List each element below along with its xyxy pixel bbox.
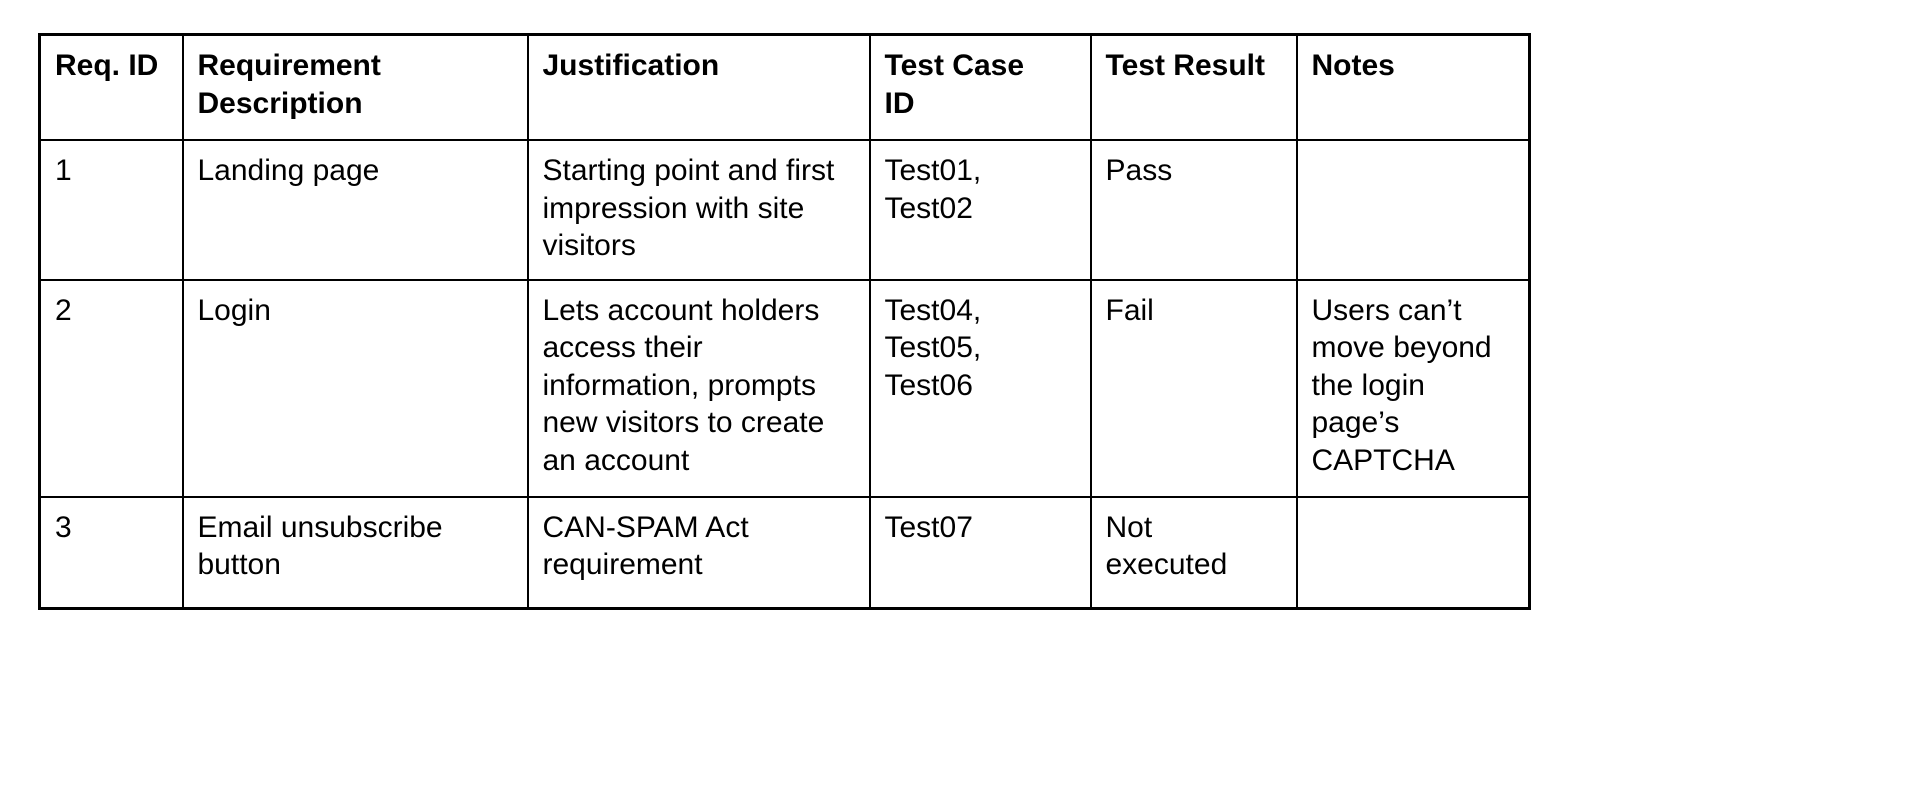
cell-requirement-description: Login — [181, 278, 529, 498]
cell-justification: Starting point and first impression with… — [526, 139, 871, 281]
cell-test-result-value: Not executed — [1105, 510, 1228, 582]
cell-test-case-id: Test04, Test05, Test06 — [868, 278, 1092, 498]
cell-req-id-value: 2 — [55, 293, 72, 327]
table-header: Req. ID Requirement Description Justific… — [38, 33, 1531, 141]
cell-requirement-description-value: Login — [197, 293, 271, 327]
cell-justification-value: CAN-SPAM Act requirement — [542, 510, 749, 582]
cell-justification-value: Starting point and first impression with… — [542, 154, 835, 262]
cell-justification-value: Lets account holders access their inform… — [542, 293, 825, 477]
column-header-justification: Justification — [526, 33, 871, 141]
column-header-req-id-label: Req. ID — [55, 49, 159, 82]
cell-req-id: 2 — [38, 278, 184, 498]
cell-test-result: Pass — [1089, 139, 1298, 281]
cell-test-case-id: Test01, Test02 — [868, 139, 1092, 281]
cell-justification: Lets account holders access their inform… — [526, 278, 871, 498]
cell-test-result: Fail — [1089, 278, 1298, 498]
column-header-test-case-id: Test Case ID — [868, 33, 1092, 141]
column-header-test-result-label: Test Result — [1105, 49, 1265, 82]
table-row: 2 Login Lets account holders access thei… — [38, 278, 1531, 498]
cell-req-id-value: 3 — [55, 510, 72, 544]
table-row: 3 Email unsubscribe button CAN-SPAM Act … — [38, 495, 1531, 609]
cell-requirement-description: Email unsubscribe button — [181, 495, 529, 609]
cell-test-case-id: Test07 — [868, 495, 1092, 609]
cell-req-id: 3 — [38, 495, 184, 609]
column-header-req-id: Req. ID — [38, 33, 184, 141]
cell-notes — [1295, 139, 1531, 281]
cell-justification: CAN-SPAM Act requirement — [526, 495, 871, 609]
cell-requirement-description-value: Landing page — [197, 154, 380, 187]
cell-requirement-description: Landing page — [181, 139, 529, 281]
cell-notes — [1295, 495, 1531, 609]
table-body: 1 Landing page Starting point and first … — [38, 139, 1531, 609]
requirements-traceability-table: Req. ID Requirement Description Justific… — [38, 33, 1531, 610]
cell-req-id: 1 — [38, 139, 184, 281]
table-header-row: Req. ID Requirement Description Justific… — [38, 33, 1531, 141]
column-header-requirement-description: Requirement Description — [181, 33, 529, 141]
column-header-justification-label: Justification — [542, 49, 720, 82]
cell-test-case-id-value: Test04, Test05, Test06 — [884, 293, 982, 402]
cell-notes-value: Users can’t move beyond the login page’s… — [1311, 293, 1492, 477]
column-header-test-result: Test Result — [1089, 33, 1298, 141]
cell-req-id-value: 1 — [55, 154, 72, 187]
cell-test-result: Not executed — [1089, 495, 1298, 609]
requirements-traceability-table-container: Req. ID Requirement Description Justific… — [38, 33, 1531, 610]
column-header-requirement-description-label: Requirement Description — [197, 49, 381, 120]
column-header-test-case-id-label: Test Case ID — [884, 49, 1025, 120]
cell-test-case-id-value: Test01, Test02 — [884, 154, 982, 225]
cell-notes: Users can’t move beyond the login page’s… — [1295, 278, 1531, 498]
cell-test-case-id-value: Test07 — [884, 510, 973, 544]
column-header-notes-label: Notes — [1311, 49, 1395, 82]
table-row: 1 Landing page Starting point and first … — [38, 139, 1531, 281]
cell-test-result-value: Fail — [1105, 293, 1154, 327]
cell-requirement-description-value: Email unsubscribe button — [197, 510, 443, 582]
column-header-notes: Notes — [1295, 33, 1531, 141]
cell-test-result-value: Pass — [1105, 154, 1173, 187]
